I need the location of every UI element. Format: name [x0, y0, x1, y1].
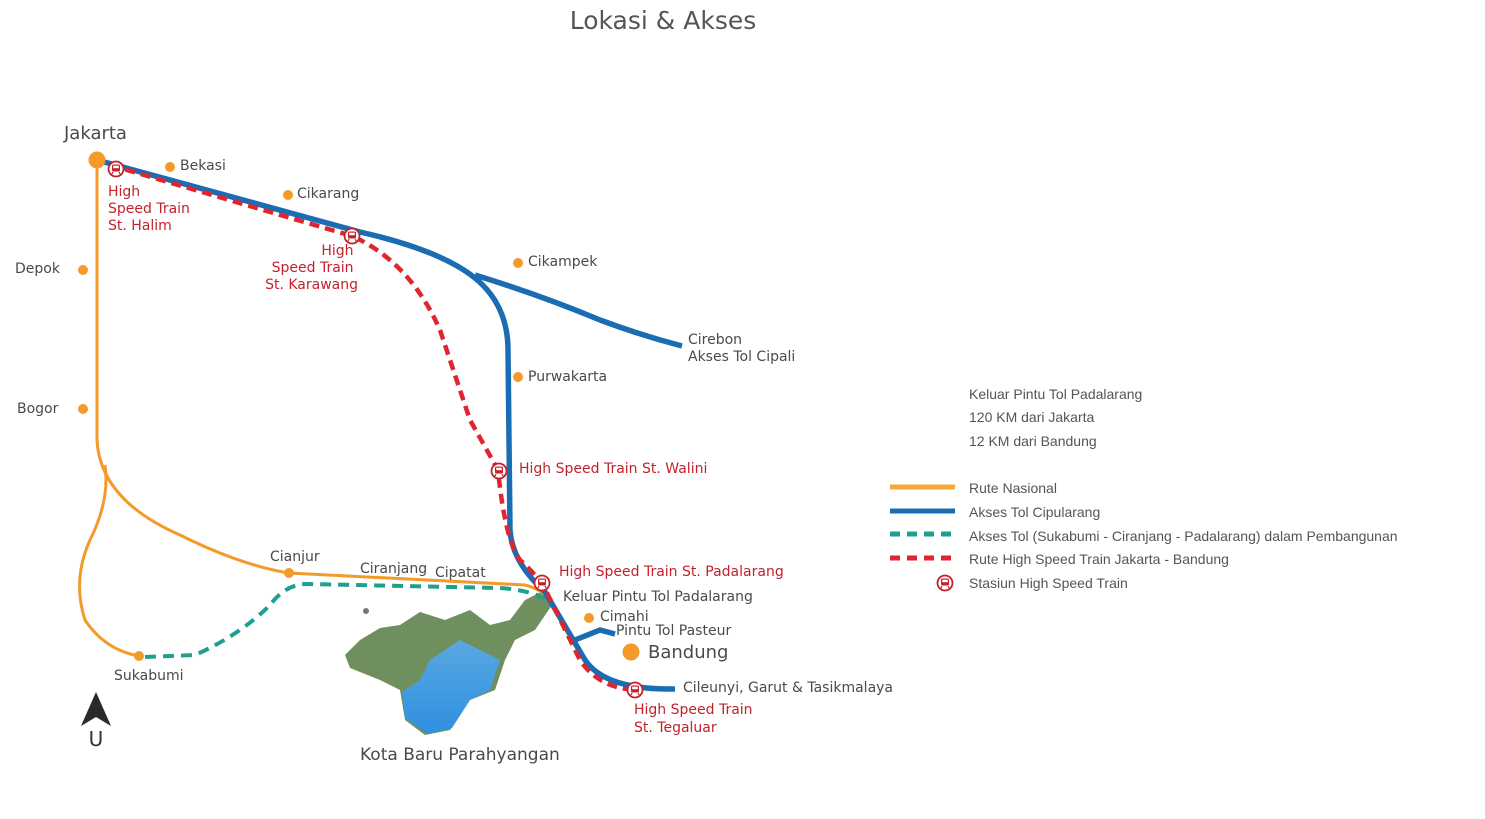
label-sukabumi: Sukabumi [114, 668, 184, 684]
bekasi-dot [165, 162, 175, 172]
label-kota-baru: Kota Baru Parahyangan [360, 745, 560, 765]
label-purwakarta: Purwakarta [528, 369, 607, 385]
label-station-walini: High Speed Train St. Walini [519, 461, 707, 477]
label-cipatat: Cipatat [435, 565, 486, 581]
akses-tol-construction-line [144, 581, 549, 659]
high-speed-train-route [109, 162, 641, 693]
label-cimahi: Cimahi [600, 609, 649, 625]
jakarta-dot [88, 151, 106, 169]
info-line: Keluar Pintu Tol Padalarang [969, 386, 1142, 402]
compass-label: U [89, 727, 104, 751]
legend-label: Akses Tol Cipularang [969, 504, 1100, 520]
legend-label: Akses Tol (Sukabumi - Ciranjang - Padala… [969, 528, 1398, 544]
station-walini-icon [490, 462, 508, 480]
label-cianjur: Cianjur [270, 549, 320, 565]
label-pasteur: Pintu Tol Pasteur [616, 623, 731, 639]
north-arrow-icon: U [81, 692, 111, 751]
info-line: 120 KM dari Jakarta [969, 409, 1094, 425]
city-dots [78, 151, 640, 661]
rute-nasional-lines [78, 160, 554, 658]
purwakarta-dot [513, 372, 523, 382]
info-line: 12 KM dari Bandung [969, 433, 1097, 449]
cianjur-dot [284, 568, 294, 578]
label-ciranjang: Ciranjang [360, 561, 427, 577]
label-station-karawang: High Speed Train St. Karawang [265, 243, 358, 293]
label-depok: Depok [15, 261, 61, 277]
cikarang-dot [283, 190, 293, 200]
label-jakarta: Jakarta [63, 123, 127, 144]
station-tegaluar-icon [626, 681, 644, 699]
label-cikampek: Cikampek [528, 254, 598, 270]
bandung-dot [622, 643, 640, 661]
legend: Rute Nasional Akses Tol Cipularang Akses… [890, 480, 1398, 592]
label-station-tegaluar: High Speed Train St. Tegaluar [634, 702, 757, 736]
info-block: Keluar Pintu Tol Padalarang 120 KM dari … [969, 386, 1142, 449]
legend-label: Stasiun High Speed Train [969, 575, 1128, 591]
kota-baru-parahyangan-image [345, 590, 552, 735]
cimahi-dot [584, 613, 594, 623]
label-station-halim: High Speed Train St. Halim [108, 184, 194, 234]
label-cirebon: Cirebon Akses Tol Cipali [688, 332, 795, 365]
legend-train-station-icon [936, 574, 954, 592]
station-padalarang-icon [533, 574, 551, 592]
sukabumi-dot [134, 651, 144, 661]
depok-dot [78, 265, 88, 275]
bogor-dot [78, 404, 88, 414]
label-station-padalarang: High Speed Train St. Padalarang [559, 564, 784, 580]
legend-label: Rute Nasional [969, 480, 1057, 496]
akses-tol-cipularang-lines [96, 157, 683, 692]
label-bekasi: Bekasi [180, 158, 226, 174]
label-cikarang: Cikarang [297, 186, 359, 202]
label-bogor: Bogor [17, 401, 59, 417]
page-title: Lokasi & Akses [570, 6, 757, 35]
cikampek-dot [513, 258, 523, 268]
legend-label: Rute High Speed Train Jakarta - Bandung [969, 551, 1229, 567]
station-halim-icon [107, 160, 125, 178]
label-bandung: Bandung [648, 642, 728, 663]
station-karawang-icon [343, 227, 361, 245]
label-keluar-padalarang: Keluar Pintu Tol Padalarang [563, 589, 753, 605]
label-cileunyi: Cileunyi, Garut & Tasikmalaya [683, 680, 893, 696]
